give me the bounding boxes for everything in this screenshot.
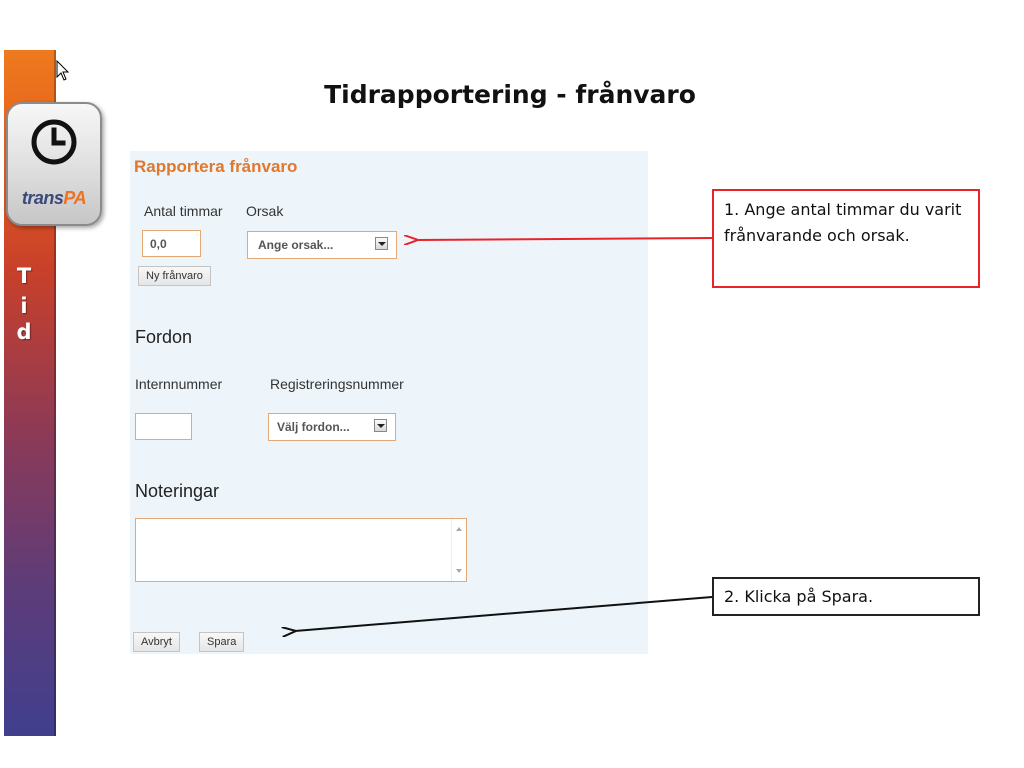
- logo-wordmark: transPA: [10, 188, 98, 209]
- save-button[interactable]: Spara: [199, 632, 245, 652]
- reason-selected-value: Ange orsak...: [258, 238, 334, 252]
- reason-select[interactable]: Ange orsak...: [247, 231, 397, 259]
- logo-text-trans: trans: [21, 188, 64, 208]
- clock-icon: [31, 119, 77, 165]
- hours-value: 0,0: [150, 237, 167, 251]
- vehicle-heading: Fordon: [135, 327, 193, 347]
- step2-callout: 2. Klicka på Spara.: [712, 577, 980, 616]
- sidebar-letter-i: i: [20, 294, 28, 318]
- scroll-up-icon[interactable]: [456, 527, 462, 531]
- step1-callout: 1. Ange antal timmar du varit frånvarand…: [712, 189, 980, 288]
- notes-textarea[interactable]: [135, 518, 467, 582]
- scroll-down-icon[interactable]: [456, 569, 462, 573]
- internal-number-label: Internnummer: [135, 376, 223, 392]
- transpa-logo: transPA: [6, 102, 102, 226]
- new-absence-button[interactable]: Ny frånvaro: [138, 266, 211, 286]
- chevron-down-icon[interactable]: [375, 237, 388, 250]
- notes-scrollbar[interactable]: [451, 519, 467, 581]
- registration-label: Registreringsnummer: [270, 376, 404, 392]
- slide-title: Tidrapportering - frånvaro: [324, 80, 696, 109]
- hours-input[interactable]: 0,0: [142, 230, 201, 257]
- hours-label: Antal timmar: [144, 203, 223, 219]
- form-heading: Rapportera frånvaro: [134, 157, 298, 176]
- reason-label: Orsak: [246, 203, 284, 219]
- notes-heading: Noteringar: [135, 481, 220, 501]
- logo-text-pa: PA: [63, 188, 87, 208]
- cancel-button[interactable]: Avbryt: [133, 632, 180, 652]
- step2-arrow: [295, 596, 713, 631]
- vehicle-select[interactable]: Välj fordon...: [268, 413, 396, 441]
- absence-form-panel: Rapportera frånvaro Antal timmar Orsak 0…: [130, 151, 648, 654]
- chevron-down-icon[interactable]: [374, 419, 387, 432]
- mouse-cursor-icon: [56, 60, 70, 81]
- sidebar-letter-d: d: [16, 320, 32, 344]
- vehicle-selected-value: Välj fordon...: [277, 420, 350, 434]
- step1-arrow: [417, 238, 713, 240]
- sidebar-letter-t: T: [16, 264, 32, 288]
- internal-number-input[interactable]: [135, 413, 192, 440]
- sidebar-edge: [54, 50, 56, 736]
